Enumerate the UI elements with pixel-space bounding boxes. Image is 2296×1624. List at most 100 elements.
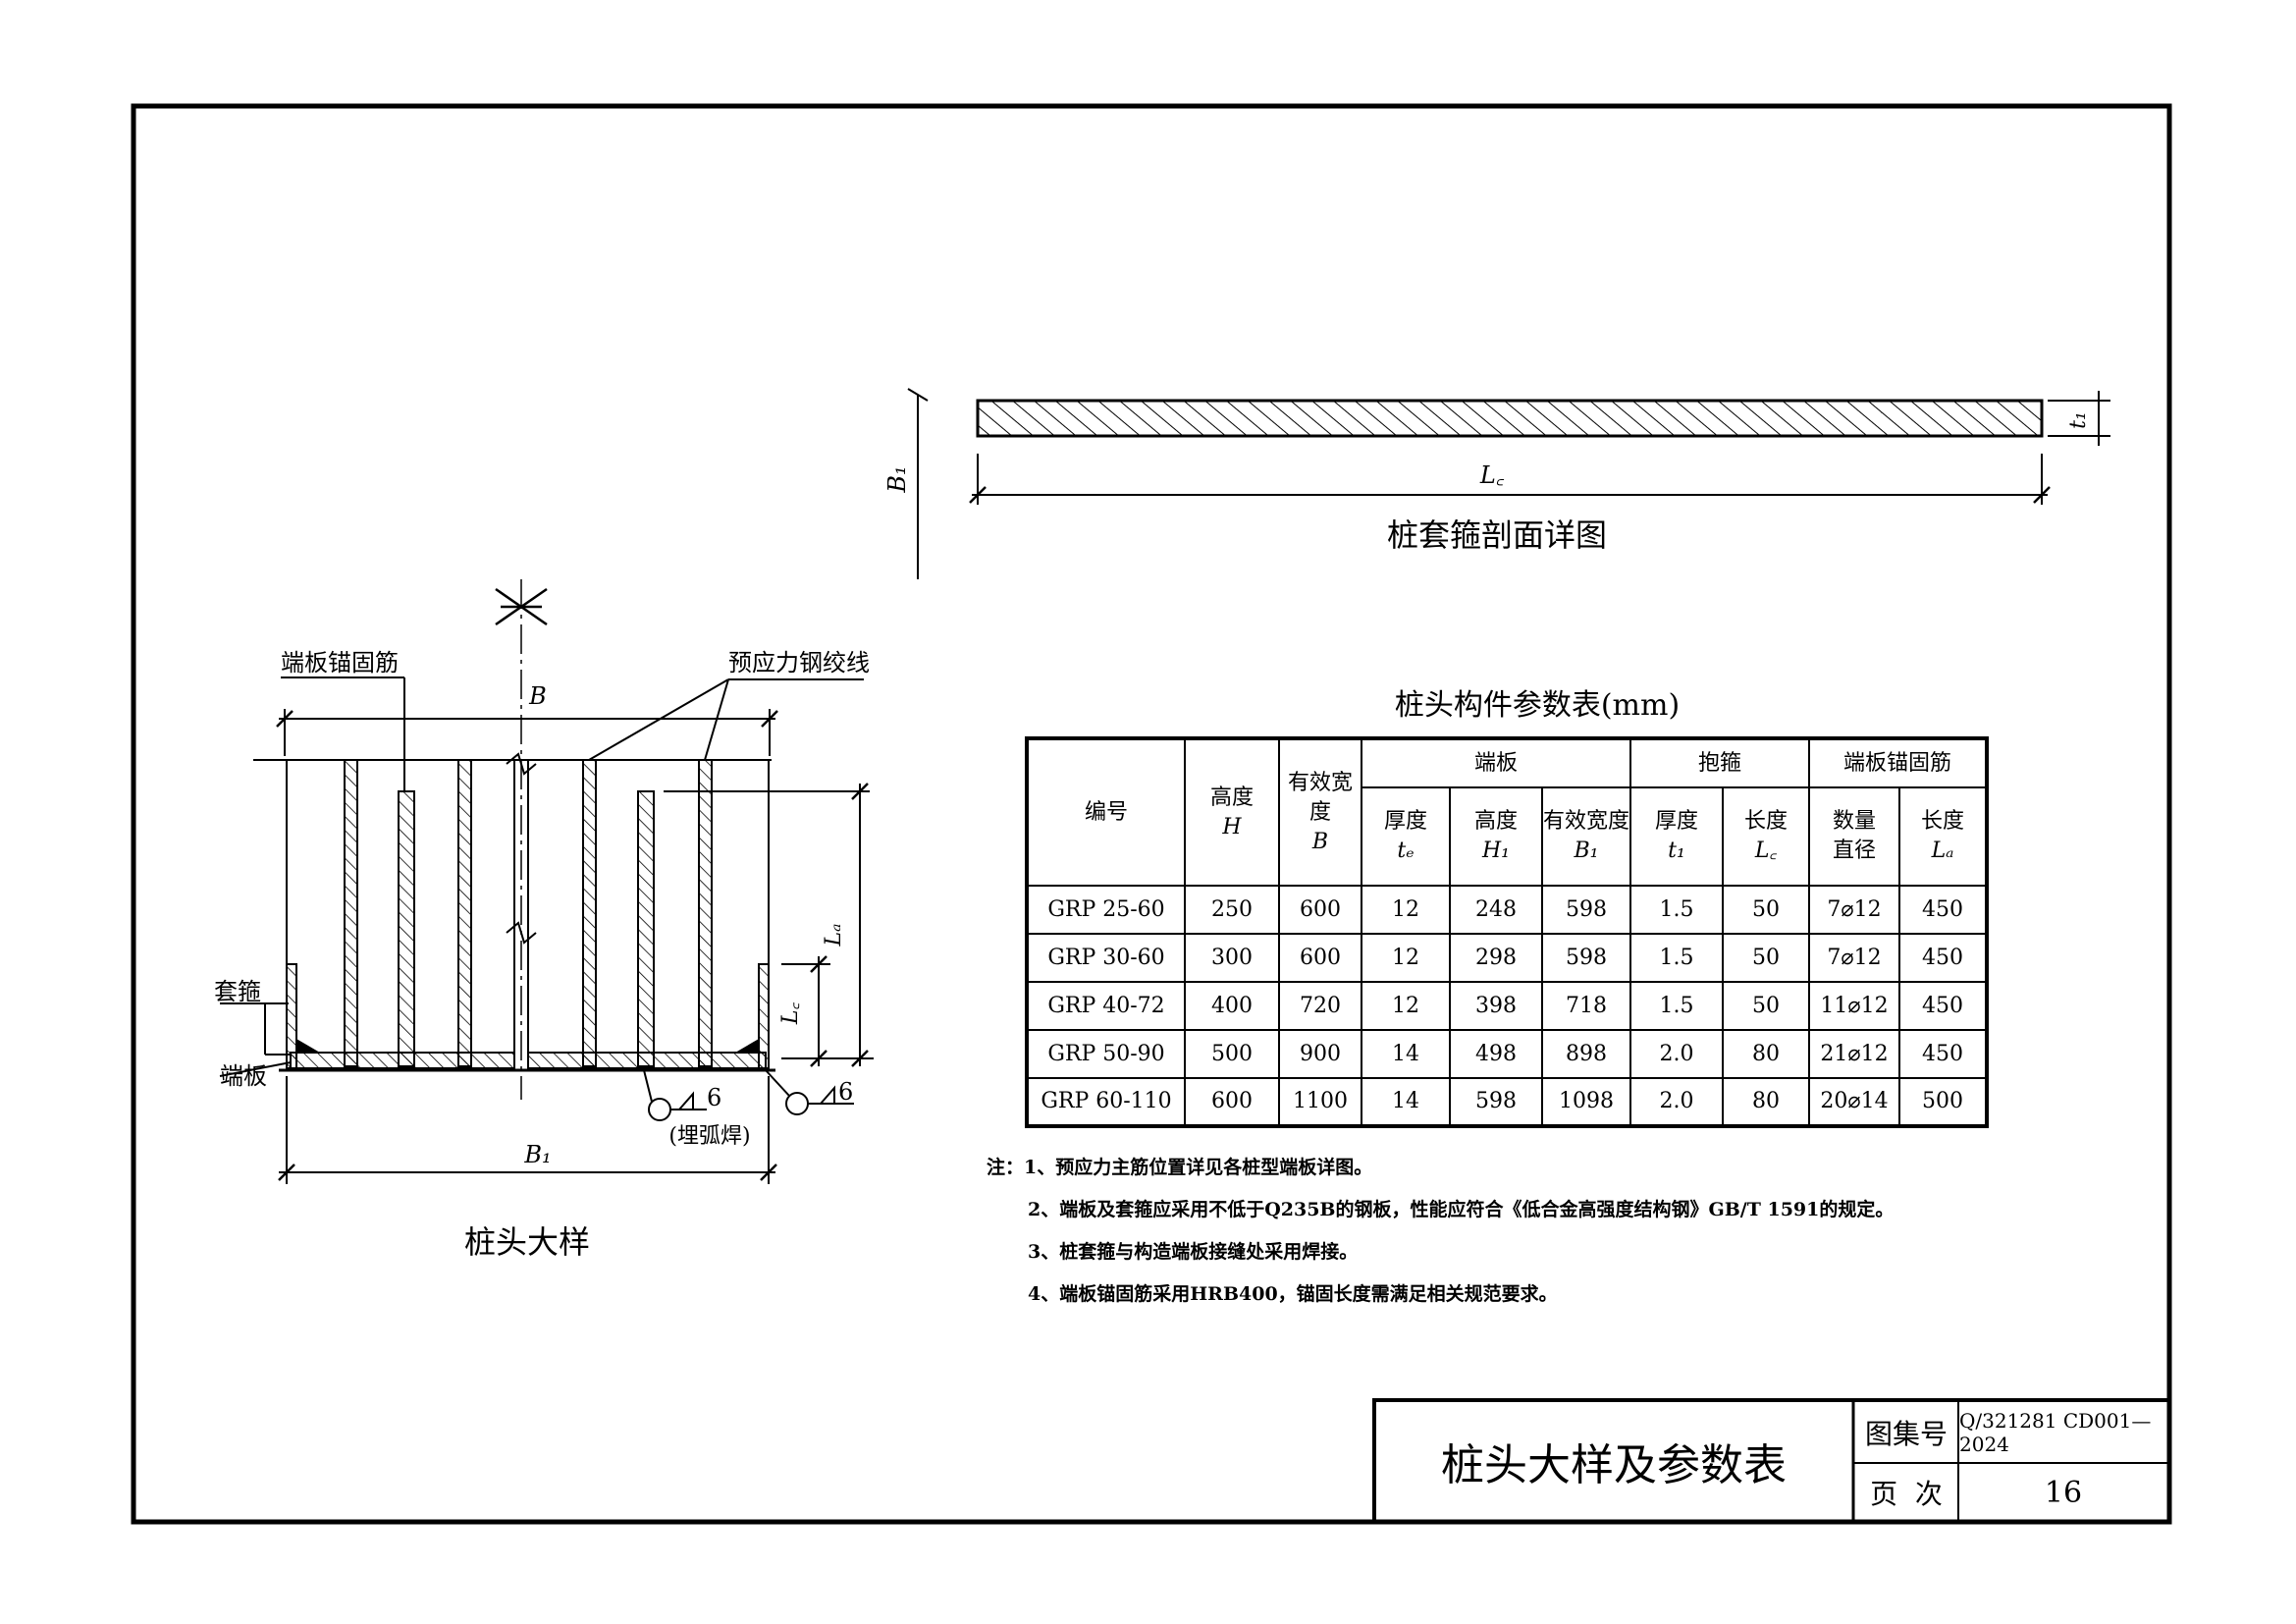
cell: 50 [1722, 933, 1810, 983]
cell: 14 [1361, 1077, 1451, 1127]
atlas-label: 图集号 [1864, 1418, 1948, 1450]
cell: 598 [1541, 885, 1631, 935]
cell: 1100 [1278, 1077, 1362, 1127]
cell: 398 [1449, 981, 1543, 1031]
cell: 1.5 [1629, 885, 1724, 935]
section-dim-t1: t₁ [2066, 411, 2091, 429]
page-number: 16 [2044, 1475, 2083, 1510]
cell: 12 [1361, 933, 1451, 983]
th-hoop: 抱箍 [1629, 737, 1810, 788]
strand-bar [582, 759, 597, 1067]
cell: 500 [1184, 1029, 1280, 1079]
note-3: 3、桩套箍与构造端板接缝处采用焊接。 [1028, 1241, 1359, 1263]
section-dim-b1: B₁ [883, 465, 911, 493]
dim-b1: B₁ [523, 1141, 551, 1168]
cell: 1.5 [1629, 933, 1724, 983]
atlas-number: Q/321281 CD001—2024 [1959, 1409, 2152, 1456]
th-code: 编号 [1026, 737, 1186, 887]
cell: 248 [1449, 885, 1543, 935]
cell: 12 [1361, 885, 1451, 935]
cell: GRP 30-60 [1026, 933, 1186, 983]
cell: 900 [1278, 1029, 1362, 1079]
cell: 450 [1898, 1029, 1988, 1079]
cell: 2.0 [1629, 1077, 1724, 1127]
weld-note: (埋弧焊) [668, 1124, 750, 1149]
label-hoop: 套箍 [214, 978, 261, 1005]
note-4: 4、端板锚固筋采用HRB400，锚固长度需满足相关规范要求。 [1028, 1283, 1558, 1305]
cell: 1.5 [1629, 981, 1724, 1031]
label-strand: 预应力钢绞线 [728, 649, 870, 677]
th-count: 数量直径 [1808, 786, 1900, 887]
drawing-title: 桩头大样及参数表 [1441, 1440, 1787, 1490]
cell: 450 [1898, 981, 1988, 1031]
cell: 400 [1184, 981, 1280, 1031]
cell: 718 [1541, 981, 1631, 1031]
sheet-border [131, 103, 2172, 1525]
dim-lc: L꜀ [778, 1002, 803, 1026]
cell: 2.0 [1629, 1029, 1724, 1079]
section-detail: B₁ L꜀ t₁ 桩套箍剖面详图 [883, 388, 2110, 579]
cell: GRP 40-72 [1026, 981, 1186, 1031]
weld-size-2: 6 [838, 1078, 853, 1106]
cell: 20⌀14 [1808, 1077, 1900, 1127]
cell: 21⌀12 [1808, 1029, 1900, 1079]
title-block [1372, 1398, 2171, 1524]
strand-bar [457, 759, 472, 1067]
cell: 600 [1278, 933, 1362, 983]
label-plate: 端板 [220, 1062, 267, 1090]
cell: 600 [1278, 885, 1362, 935]
hoop-right [758, 963, 770, 1069]
table-title: 桩头构件参数表(mm) [1395, 688, 1680, 723]
pile-head-detail: B [214, 579, 874, 1261]
page-label: 页 次 [1870, 1478, 1943, 1510]
cell: 1098 [1541, 1077, 1631, 1127]
cell: 7⌀12 [1808, 885, 1900, 935]
cell: 50 [1722, 981, 1810, 1031]
weld-symbol-2 [785, 1092, 809, 1115]
section-dim-lc: L꜀ [1479, 461, 1505, 489]
cell: GRP 25-60 [1026, 885, 1186, 935]
cell: 250 [1184, 885, 1280, 935]
cell: 298 [1449, 933, 1543, 983]
cell: 898 [1541, 1029, 1631, 1079]
strand-bar [344, 759, 358, 1067]
cell: 498 [1449, 1029, 1543, 1079]
end-plate [527, 1052, 767, 1069]
weld-symbol-1 [648, 1098, 671, 1121]
th-anchor: 端板锚固筋 [1808, 737, 1988, 788]
cell: 720 [1278, 981, 1362, 1031]
weld-size-1: 6 [707, 1084, 721, 1111]
strand-bar [698, 759, 713, 1067]
note-2: 2、端板及套箍应采用不低于Q235B的钢板，性能应符合《低合金高强度结构钢》GB… [1028, 1199, 1895, 1220]
cell: 12 [1361, 981, 1451, 1031]
dim-la: Lₐ [822, 924, 846, 947]
cell: GRP 60-110 [1026, 1077, 1186, 1127]
hoop-left [286, 963, 297, 1069]
cell: GRP 50-90 [1026, 1029, 1186, 1079]
note-1: 注：1、预应力主筋位置详见各桩型端板详图。 [987, 1157, 1373, 1178]
notes: 注：1、预应力主筋位置详见各桩型端板详图。 2、端板及套箍应采用不低于Q235B… [987, 1147, 1894, 1316]
cell: 11⌀12 [1808, 981, 1900, 1031]
cell: 500 [1898, 1077, 1988, 1127]
dim-b: B [528, 682, 547, 710]
th-end-plate: 端板 [1361, 737, 1631, 788]
anchor-bar [637, 790, 655, 1067]
cell: 450 [1898, 933, 1988, 983]
end-plate [290, 1052, 515, 1069]
section-detail-title: 桩套箍剖面详图 [1387, 516, 1607, 554]
cell: 50 [1722, 885, 1810, 935]
